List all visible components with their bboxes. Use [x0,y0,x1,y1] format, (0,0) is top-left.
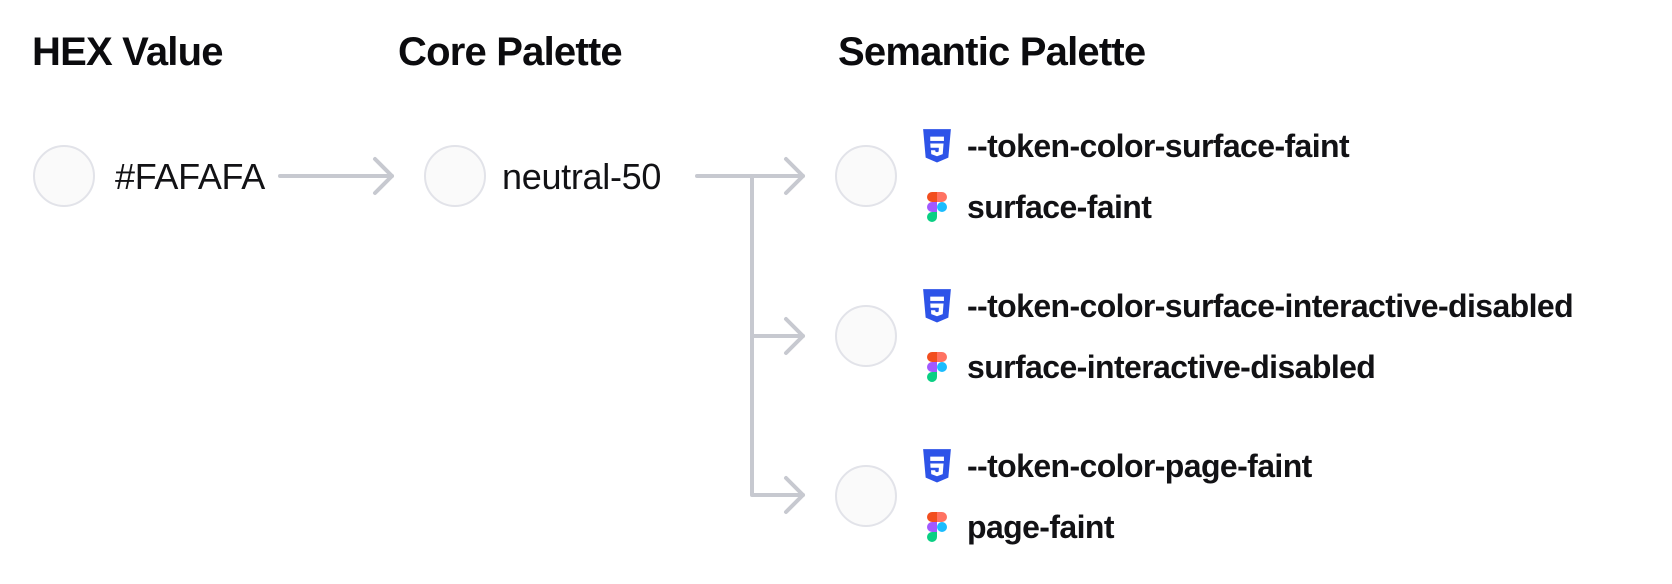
arrowhead-semantic-2 [784,317,805,355]
semantic-figma-token-row: surface-interactive-disabled [922,349,1376,385]
css-token-name: --token-color-surface-interactive-disabl… [967,287,1574,324]
css-icon [922,129,952,163]
arrowhead-hex-to-core [373,157,394,195]
semantic-color-swatch [835,305,897,367]
figma-icon [922,192,952,222]
column-header-semantic-palette: Semantic Palette [838,30,1146,74]
css-token-name: --token-color-surface-faint [967,127,1350,164]
semantic-css-token-row: --token-color-page-faint [922,447,1312,484]
figma-token-name: page-faint [967,508,1115,545]
figma-icon [922,512,952,542]
hex-value-label: #FAFAFA [115,156,265,197]
branch-trunk [750,174,805,497]
hex-color-swatch [33,145,95,207]
column-header-hex-value: HEX Value [32,30,223,74]
semantic-figma-token-row: surface-faint [922,189,1152,225]
core-color-swatch [424,145,486,207]
arrowhead-semantic-1 [784,157,805,195]
figma-icon [922,352,952,382]
semantic-color-swatch [835,465,897,527]
column-header-core-palette: Core Palette [398,30,623,74]
css-token-name: --token-color-page-faint [967,447,1312,484]
core-palette-label: neutral-50 [502,156,662,197]
figma-token-name: surface-faint [967,188,1152,225]
semantic-css-token-row: --token-color-surface-faint [922,127,1350,164]
semantic-figma-token-row: page-faint [922,509,1115,545]
semantic-color-swatch [835,145,897,207]
semantic-css-token-row: --token-color-surface-interactive-disabl… [922,287,1574,324]
css-icon [922,289,952,323]
figma-token-name: surface-interactive-disabled [967,348,1376,385]
arrowhead-semantic-3 [784,476,805,514]
css-icon [922,449,952,483]
